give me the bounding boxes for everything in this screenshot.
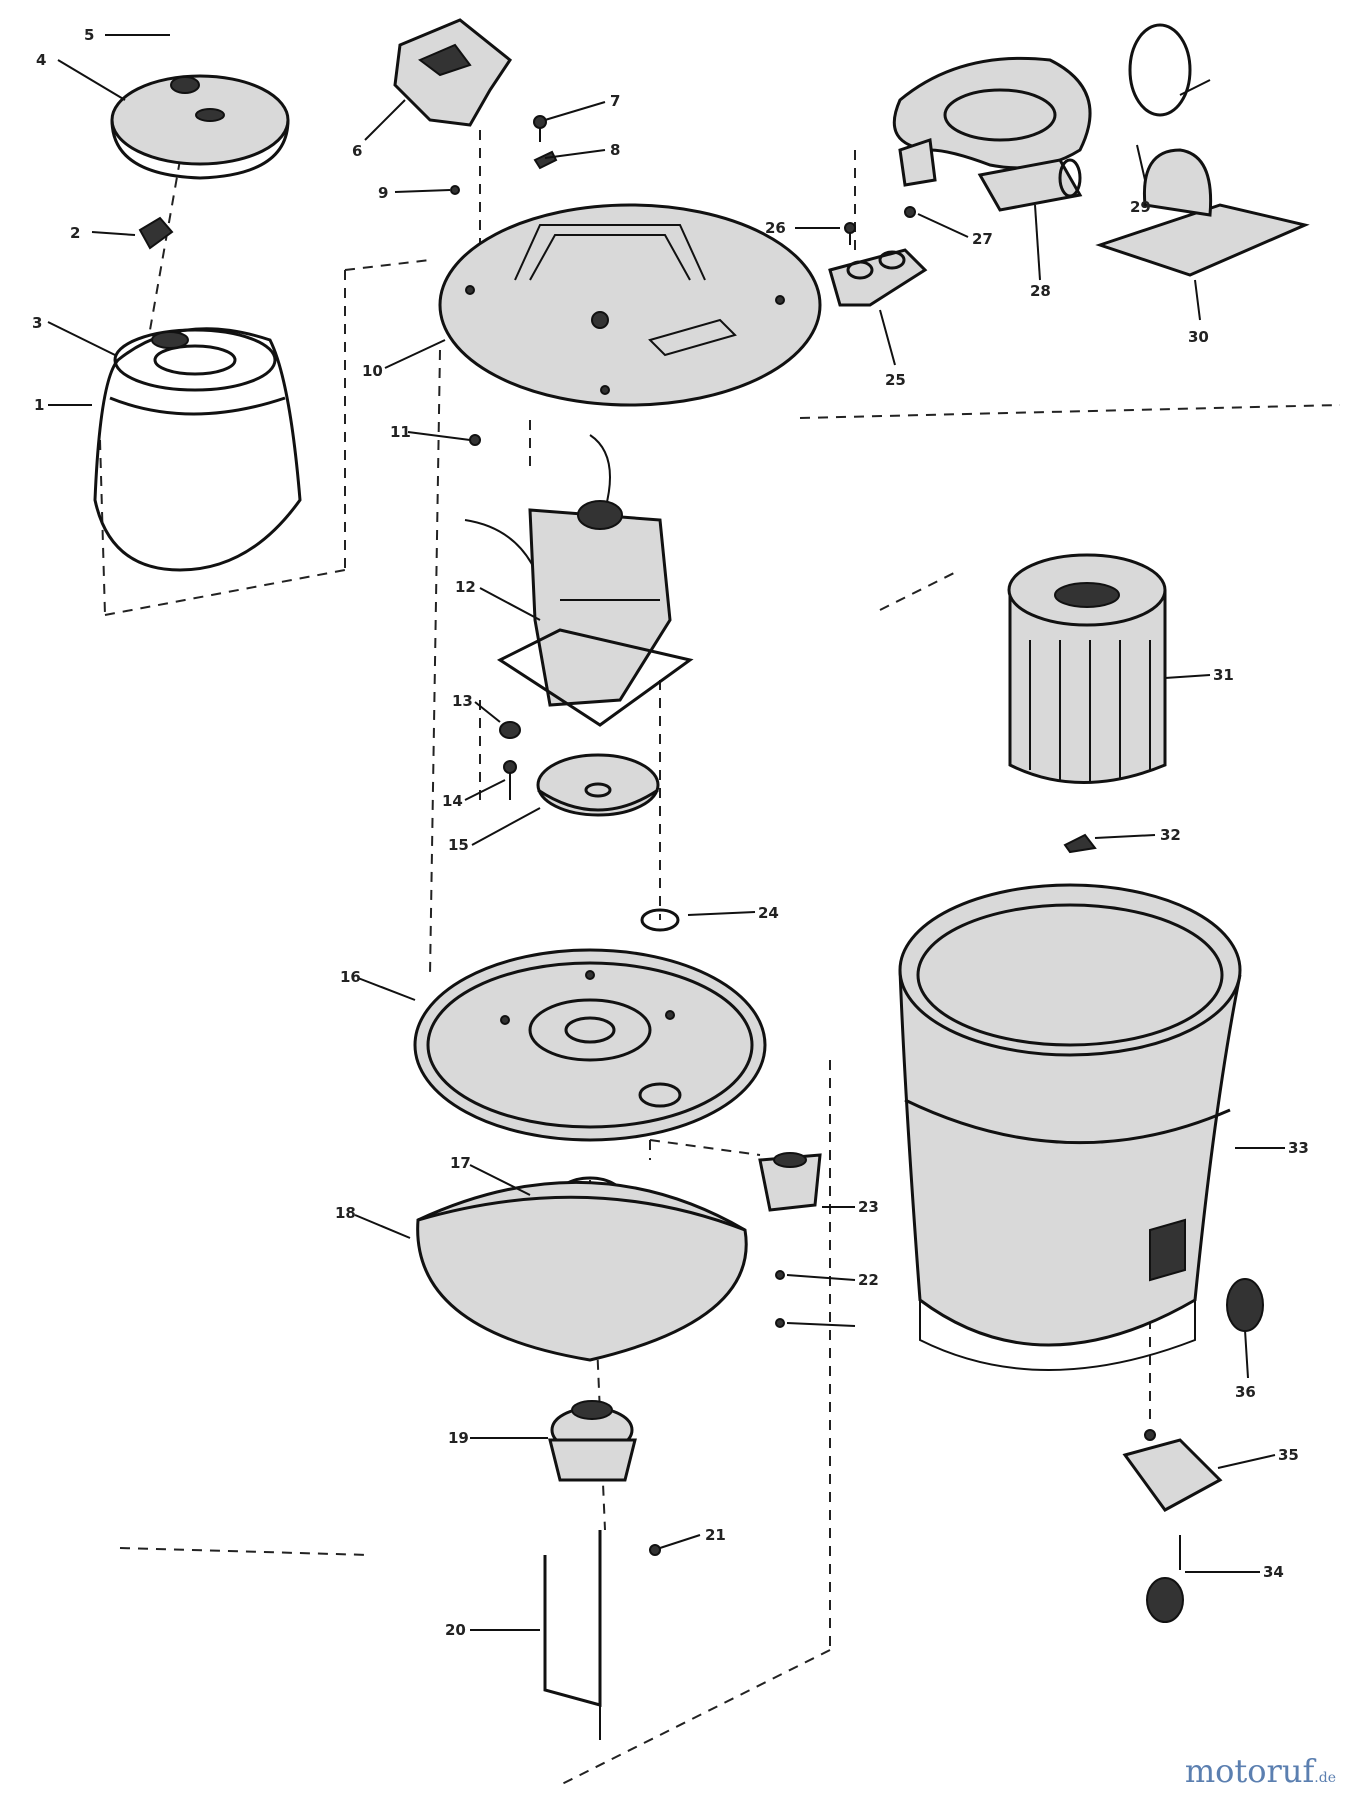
part-filter-disk bbox=[416, 1176, 748, 1362]
callout-2: 2 bbox=[70, 224, 80, 242]
callout-23: 23 bbox=[858, 1198, 879, 1216]
callout-19: 19 bbox=[448, 1429, 469, 1447]
callout-16: 16 bbox=[340, 968, 361, 986]
callout-24: 24 bbox=[758, 904, 779, 922]
part-base-plate bbox=[413, 948, 767, 1142]
callout-21: 21 bbox=[705, 1526, 726, 1544]
part-adapter bbox=[828, 248, 928, 307]
callout-30: 30 bbox=[1188, 328, 1209, 346]
callout-7: 7 bbox=[610, 92, 620, 110]
callout-13: 13 bbox=[452, 692, 473, 710]
callout-12: 12 bbox=[455, 578, 476, 596]
callout-9: 9 bbox=[378, 184, 388, 202]
part-dome-housing bbox=[93, 327, 302, 572]
callout-11: 11 bbox=[390, 423, 411, 441]
callout-32: 32 bbox=[1160, 826, 1181, 844]
part-cartridge-filter bbox=[1007, 553, 1167, 784]
callout-22: 22 bbox=[858, 1271, 879, 1289]
callout-33: 33 bbox=[1288, 1139, 1309, 1157]
callout-34: 34 bbox=[1263, 1563, 1284, 1581]
callout-15: 15 bbox=[448, 836, 469, 854]
callout-4: 4 bbox=[36, 51, 46, 69]
callout-36: 36 bbox=[1235, 1383, 1256, 1401]
callout-10: 10 bbox=[362, 362, 383, 380]
callout-31: 31 bbox=[1213, 666, 1234, 684]
callout-17: 17 bbox=[450, 1154, 471, 1172]
watermark-text: motoruf bbox=[1184, 1752, 1315, 1790]
part-hose bbox=[892, 56, 1092, 212]
leader-lines bbox=[47, 34, 1285, 1631]
part-float-cage bbox=[543, 1530, 661, 1740]
part-small-ring bbox=[640, 908, 680, 932]
part-floor-nozzle bbox=[1095, 148, 1310, 277]
callout-1: 1 bbox=[34, 396, 44, 414]
callout-5: 5 bbox=[84, 26, 94, 44]
part-drum bbox=[898, 883, 1242, 1371]
callout-labels: 5 4 2 3 1 6 7 8 9 10 11 12 13 14 15 16 1… bbox=[32, 26, 1309, 1639]
part-float-valve bbox=[548, 1400, 637, 1482]
part-caster bbox=[1122, 1278, 1264, 1623]
callout-35: 35 bbox=[1278, 1446, 1299, 1464]
part-cup bbox=[758, 1152, 822, 1328]
callout-14: 14 bbox=[442, 792, 463, 810]
part-cap bbox=[110, 74, 290, 180]
callout-25: 25 bbox=[885, 371, 906, 389]
part-clip bbox=[138, 216, 174, 250]
part-fan-assembly bbox=[499, 721, 660, 817]
watermark-logo: motoruf.de bbox=[1185, 1752, 1336, 1790]
part-screws bbox=[450, 115, 916, 446]
callout-27: 27 bbox=[972, 230, 993, 248]
callout-3: 3 bbox=[32, 314, 42, 332]
part-cover-plate bbox=[438, 203, 822, 407]
callout-8: 8 bbox=[610, 141, 620, 159]
callout-20: 20 bbox=[445, 1621, 466, 1639]
part-filter-nut bbox=[1063, 833, 1097, 854]
watermark-suffix: .de bbox=[1314, 1770, 1336, 1786]
callout-29: 29 bbox=[1130, 198, 1151, 216]
callout-28: 28 bbox=[1030, 282, 1051, 300]
callout-18: 18 bbox=[335, 1204, 356, 1222]
part-motor bbox=[464, 434, 694, 727]
callout-6: 6 bbox=[352, 142, 362, 160]
part-handle bbox=[393, 18, 513, 127]
callout-26: 26 bbox=[765, 219, 786, 237]
part-hose-band bbox=[1128, 23, 1211, 117]
